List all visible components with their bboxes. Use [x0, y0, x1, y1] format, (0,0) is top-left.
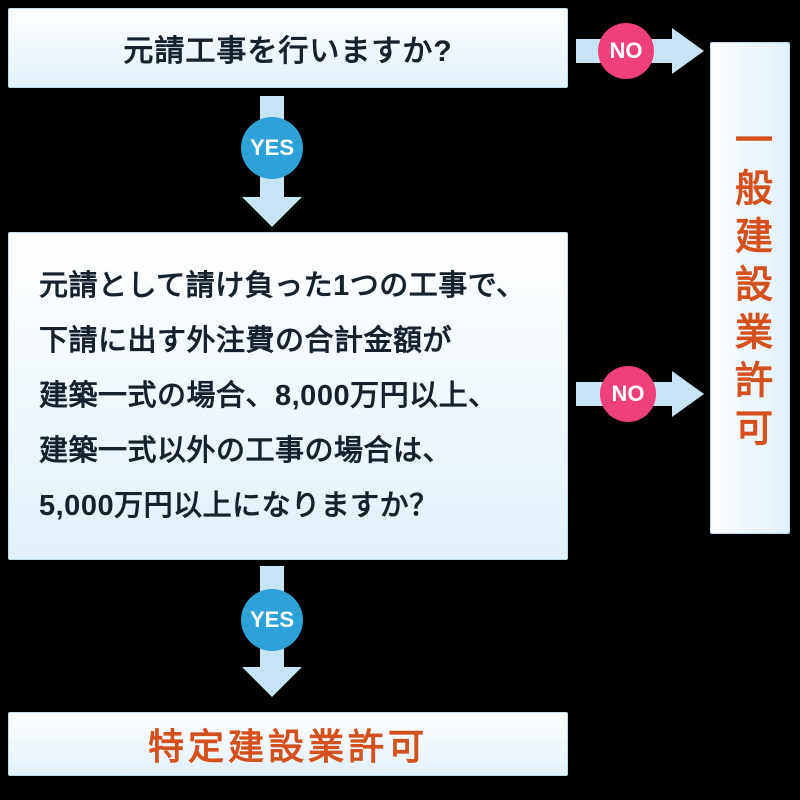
question-box-1: 元請工事を行いますか?	[8, 8, 568, 88]
question-1-text: 元請工事を行いますか?	[123, 35, 453, 68]
yes-badge-1-label: YES	[249, 135, 295, 160]
result-specific-text: 特定建設業許可	[147, 726, 428, 767]
question-2-line-2: 下請に出す外注費の合計金額が	[39, 324, 453, 357]
arrow-right-1-head	[672, 28, 704, 74]
question-2-line-3: 建築一式の場合、8,000万円以上、	[39, 379, 498, 412]
yes-badge-2: YES	[241, 589, 303, 651]
arrow-down-1-head	[242, 197, 302, 227]
no-badge-1-label: NO	[609, 38, 643, 63]
question-2-line-4: 建築一式以外の工事の場合は、	[39, 434, 453, 467]
arrow-down-2-head	[242, 667, 302, 697]
result-box-specific: 特定建設業許可	[8, 712, 568, 776]
question-2-line-5: 5,000万円以上になりますか？	[39, 489, 439, 522]
question-box-2: 元請として請け負った1つの工事で、 下請に出す外注費の合計金額が 建築一式の場合…	[8, 232, 568, 560]
result-general-text: 一般建設業許可	[728, 120, 771, 456]
no-badge-2: NO	[600, 366, 656, 422]
arrow-right-2-head	[672, 371, 704, 417]
yes-badge-2-label: YES	[249, 607, 295, 632]
result-box-general: 一般建設業許可	[710, 42, 790, 534]
question-2-line-1: 元請として請け負った1つの工事で、	[39, 269, 526, 302]
yes-badge-1: YES	[241, 117, 303, 179]
no-badge-2-label: NO	[611, 381, 645, 406]
no-badge-1: NO	[598, 23, 654, 79]
